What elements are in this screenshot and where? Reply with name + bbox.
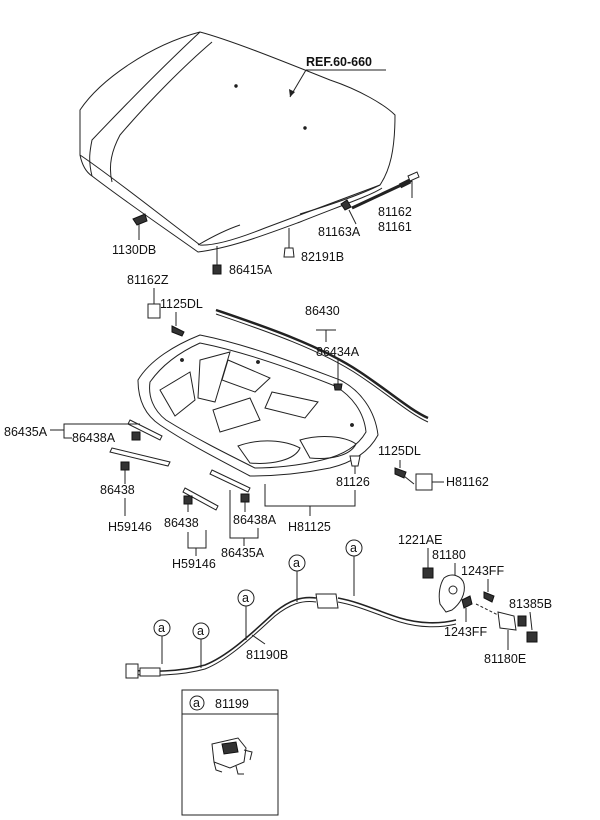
ref-label: REF.60-660 [306, 55, 372, 69]
release-handle-81199 [211, 737, 253, 775]
hood-stay-rod [351, 171, 420, 210]
svg-text:a: a [350, 541, 357, 555]
label-1221AE: 1221AE [398, 533, 442, 547]
label-1243FF-bottom: 1243FF [444, 625, 487, 639]
bumper-81126 [349, 455, 361, 467]
svg-text:a: a [293, 556, 300, 570]
inset-81199: a 81199 [181, 689, 279, 816]
strip-86435A-left [127, 419, 163, 441]
inset-callout-circle [189, 695, 205, 711]
bolt-1243FF-bottom [461, 595, 473, 609]
label-81161: 81161 [378, 220, 412, 234]
strip-86438-left [109, 447, 171, 467]
callout-a-1: a [153, 619, 171, 664]
label-86434A: 86434A [316, 345, 360, 359]
label-81126: 81126 [336, 475, 370, 489]
bolt-1221AE [422, 567, 434, 579]
weatherstrip-86430 [215, 308, 429, 423]
label-H81125: H81125 [288, 520, 331, 534]
hood-panel [79, 31, 396, 253]
callout-a-5: a [345, 539, 363, 596]
bolt-1243FF-top [483, 591, 495, 603]
bolt-81385B [526, 631, 538, 643]
label-82191B: 82191B [301, 250, 344, 264]
label-81162Z: 81162Z [127, 273, 169, 287]
callout-a-4: a [288, 554, 306, 602]
clip-86438-left [120, 461, 130, 471]
release-cable-81190B [125, 593, 457, 679]
label-1125DL-top: 1125DL [160, 297, 203, 311]
bolt-1125DL-right [394, 467, 407, 479]
inset-callout-letter: a [193, 696, 200, 710]
label-H59146-mid: H59146 [172, 557, 216, 571]
label-81385B: 81385B [509, 597, 552, 611]
clip-86438-mid [183, 495, 193, 505]
label-86438A-mid: 86438A [233, 513, 277, 527]
hood-inner-panel [137, 334, 379, 477]
label-1125DL-right: 1125DL [378, 444, 421, 458]
bracket-H81162 [415, 473, 433, 491]
clip-86434A [333, 383, 343, 391]
label-81190B: 81190B [246, 648, 288, 662]
label-86415A: 86415A [229, 263, 273, 277]
label-86438-left: 86438 [100, 483, 135, 497]
label-81180: 81180 [432, 548, 466, 562]
svg-text:a: a [158, 621, 165, 635]
clip-86438A-left [131, 431, 141, 441]
bumper-86415A [212, 246, 222, 275]
strip-86435A-mid [209, 469, 251, 493]
label-86438A-left: 86438A [72, 431, 116, 445]
clip-81163A [340, 199, 357, 225]
latch-81180 [438, 574, 465, 613]
bracket-81162Z [147, 303, 161, 319]
ref-arrow-icon [289, 89, 295, 97]
label-81163A: 81163A [318, 225, 361, 239]
svg-text:a: a [197, 624, 204, 638]
label-1243FF-top: 1243FF [461, 564, 504, 578]
label-86435A-mid: 86435A [221, 546, 265, 560]
label-86435A-left: 86435A [4, 425, 48, 439]
label-86438-mid: 86438 [164, 516, 199, 530]
latch-81180E [497, 611, 527, 631]
label-H81162: H81162 [446, 475, 489, 489]
label-86430: 86430 [305, 304, 340, 318]
bolt-1130DB [132, 213, 148, 240]
callout-a-3: a [237, 589, 255, 640]
inset-part-number: 81199 [215, 697, 249, 711]
callout-a-2: a [192, 622, 210, 668]
label-81162: 81162 [378, 205, 412, 219]
svg-text:a: a [242, 591, 249, 605]
strip-86438-mid [182, 487, 219, 511]
clip-82191B [283, 228, 295, 258]
label-1130DB: 1130DB [112, 243, 156, 257]
bolt-1125DL-top [171, 325, 185, 337]
label-81180E: 81180E [484, 652, 526, 666]
clip-86438A-mid [240, 493, 250, 503]
label-H59146-left: H59146 [108, 520, 152, 534]
ref-label-group: REF.60-660 [289, 55, 386, 98]
